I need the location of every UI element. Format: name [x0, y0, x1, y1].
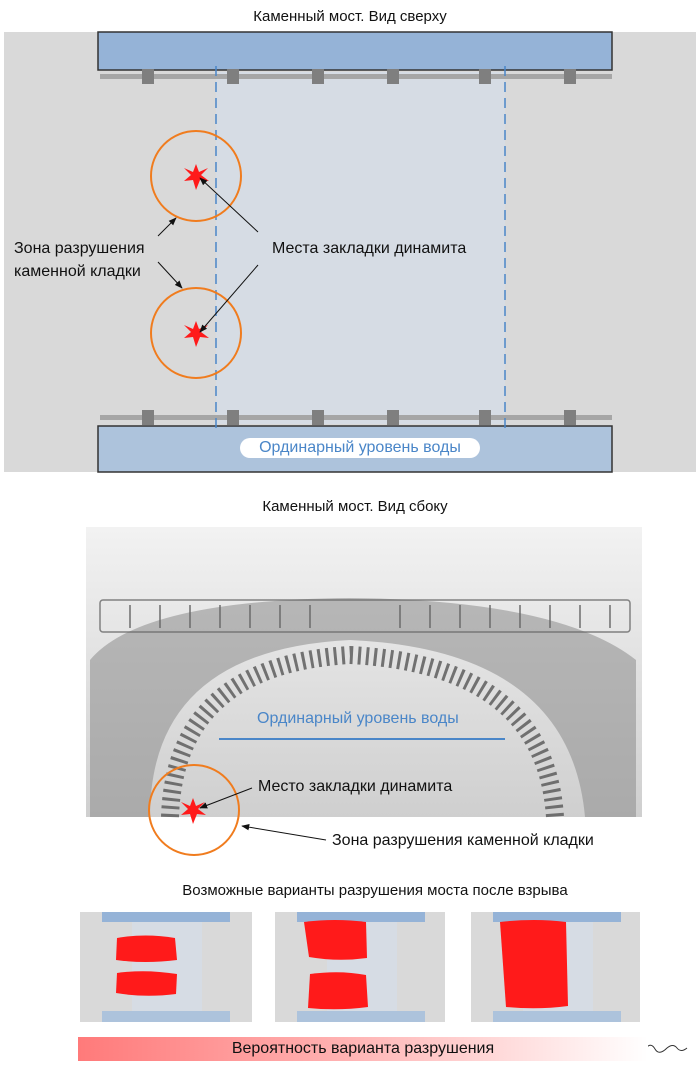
railing-posts — [142, 69, 576, 425]
variants-title: Возможные варианты разрушения моста посл… — [182, 882, 568, 899]
side-view-title: Каменный мост. Вид сбоку — [262, 498, 448, 515]
variant-1 — [80, 912, 252, 1022]
side-zone-label: Зона разрушения каменной кладки — [332, 832, 594, 849]
probability-gradient-bar: Вероятность варианта разрушения — [78, 1037, 648, 1061]
railing-bottom — [100, 415, 612, 420]
water-top — [97, 31, 613, 71]
railing-top — [100, 74, 612, 79]
destruction-area — [116, 971, 177, 996]
variant-2 — [275, 912, 445, 1022]
balusters — [129, 605, 611, 628]
destruction-area — [116, 935, 177, 962]
variant-3 — [471, 912, 640, 1022]
destruction-area — [500, 920, 568, 1009]
dynamite-label: Места закладки динамита — [272, 240, 467, 257]
balustrade — [99, 599, 631, 633]
side-dynamite-label: Место закладки динамита — [258, 778, 453, 795]
destruction-zone-circle — [150, 130, 242, 222]
side-water-level-label: Ординарный уровень воды — [257, 710, 459, 727]
destruction-zone-circle — [148, 764, 240, 856]
zone-label-line2: каменной кладки — [14, 263, 141, 280]
probability-label: Вероятность варианта разрушения — [231, 1040, 495, 1057]
zone-label-line1: Зона разрушения — [14, 240, 145, 257]
destruction-area — [308, 972, 368, 1010]
pointer-arrows — [157, 177, 259, 333]
water-level-label: Ординарный уровень воды — [240, 438, 480, 458]
destruction-area — [304, 920, 367, 960]
side-view-drawing — [86, 527, 642, 856]
destruction-zone-circle — [150, 287, 242, 379]
pointer-arrows — [199, 787, 327, 841]
top-view-title: Каменный мост. Вид сверху — [253, 8, 447, 25]
arch-voussoirs — [161, 645, 564, 818]
explosion-icon — [184, 164, 209, 190]
bridge-deck — [216, 72, 505, 424]
bridge-masonry — [90, 598, 636, 817]
